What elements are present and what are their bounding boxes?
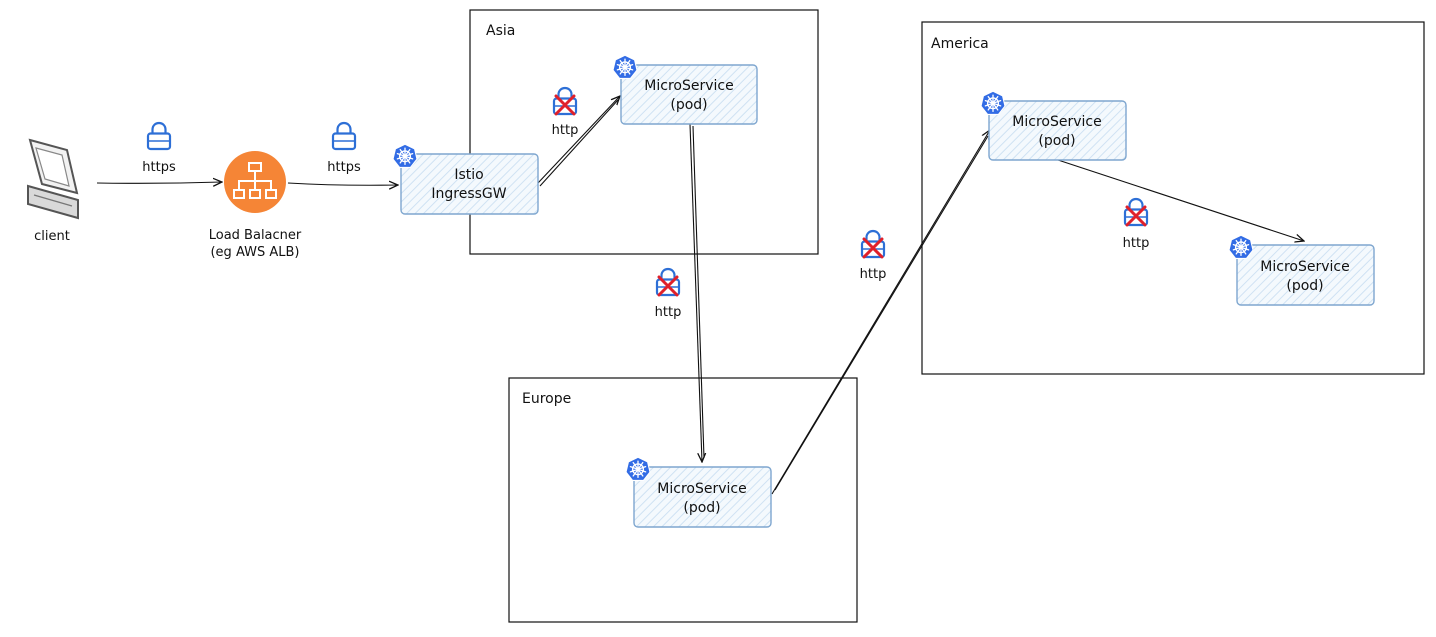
lock-icon xyxy=(146,121,172,151)
region-asia: Asia xyxy=(469,9,819,255)
protocol-asia-europe: http xyxy=(655,267,682,320)
region-america: America xyxy=(921,21,1425,375)
edge-asia-europe-sketch xyxy=(692,125,705,459)
client-label: client xyxy=(34,229,70,244)
edge-europe-america xyxy=(771,130,990,495)
america-microservice-2-node: MicroService (pod) xyxy=(1228,234,1375,306)
edge-client-lb xyxy=(96,182,222,183)
kubernetes-icon xyxy=(612,54,638,80)
kubernetes-icon xyxy=(625,456,651,482)
edge-europe-america-sketch xyxy=(774,135,989,491)
protocol-istio-asia: http xyxy=(552,86,579,138)
edge-istio-asia-sketch xyxy=(539,99,619,187)
protocol-istio-asia-label: http xyxy=(552,123,579,138)
region-europe: Europe xyxy=(508,377,858,623)
load-balancer-label-line1: Load Balacner xyxy=(209,228,302,243)
istio-ingress-line1: Istio xyxy=(454,167,483,183)
america-microservice-2-line1: MicroService xyxy=(1260,259,1349,275)
kubernetes-icon xyxy=(1228,234,1254,260)
asia-microservice-node: MicroService (pod) xyxy=(612,54,758,125)
protocol-asia-europe-label: http xyxy=(655,305,682,320)
protocol-client-lb: https xyxy=(142,121,176,175)
america-microservice-1-line1: MicroService xyxy=(1012,114,1101,130)
istio-ingress-line2: IngressGW xyxy=(431,186,506,202)
unlocked-insecure-icon xyxy=(552,86,578,116)
america-microservice-2-line2: (pod) xyxy=(1286,278,1323,294)
edge-lb-istio xyxy=(287,183,398,185)
protocol-europe-america: http xyxy=(860,229,887,282)
asia-microservice-line1: MicroService xyxy=(644,78,733,94)
load-balancer-node: Load Balacner (eg AWS ALB) xyxy=(209,151,302,260)
protocol-america-internal: http xyxy=(1123,197,1150,251)
europe-microservice-node: MicroService (pod) xyxy=(625,456,772,528)
edges xyxy=(96,96,1304,495)
asia-microservice-line2: (pod) xyxy=(670,97,707,113)
region-asia-label: Asia xyxy=(486,23,515,39)
kubernetes-icon xyxy=(980,90,1006,116)
region-america-label: America xyxy=(931,36,989,52)
america-microservice-1-line2: (pod) xyxy=(1038,133,1075,149)
client-node: client xyxy=(27,138,79,244)
load-balancer-icon xyxy=(224,151,286,213)
europe-microservice-line1: MicroService xyxy=(657,481,746,497)
unlocked-insecure-icon xyxy=(860,229,886,259)
america-microservice-1-node: MicroService (pod) xyxy=(980,90,1127,161)
protocol-lb-istio-label: https xyxy=(327,160,361,175)
europe-microservice-line2: (pod) xyxy=(683,500,720,516)
monitor-icon xyxy=(27,138,79,220)
load-balancer-label-line2: (eg AWS ALB) xyxy=(210,245,299,260)
edge-asia-europe xyxy=(689,123,702,462)
unlocked-insecure-icon xyxy=(655,267,681,297)
protocol-europe-america-label: http xyxy=(860,267,887,282)
edge-istio-asia xyxy=(537,96,620,184)
edge-america-internal xyxy=(1057,159,1304,241)
protocol-client-lb-label: https xyxy=(142,160,176,175)
istio-ingress-node: Istio IngressGW xyxy=(392,143,539,215)
unlocked-insecure-icon xyxy=(1123,197,1149,227)
lock-icon xyxy=(331,121,357,151)
region-europe-label: Europe xyxy=(522,391,571,407)
protocol-america-internal-label: http xyxy=(1123,236,1150,251)
protocol-lb-istio: https xyxy=(327,121,361,175)
kubernetes-icon xyxy=(392,143,418,169)
